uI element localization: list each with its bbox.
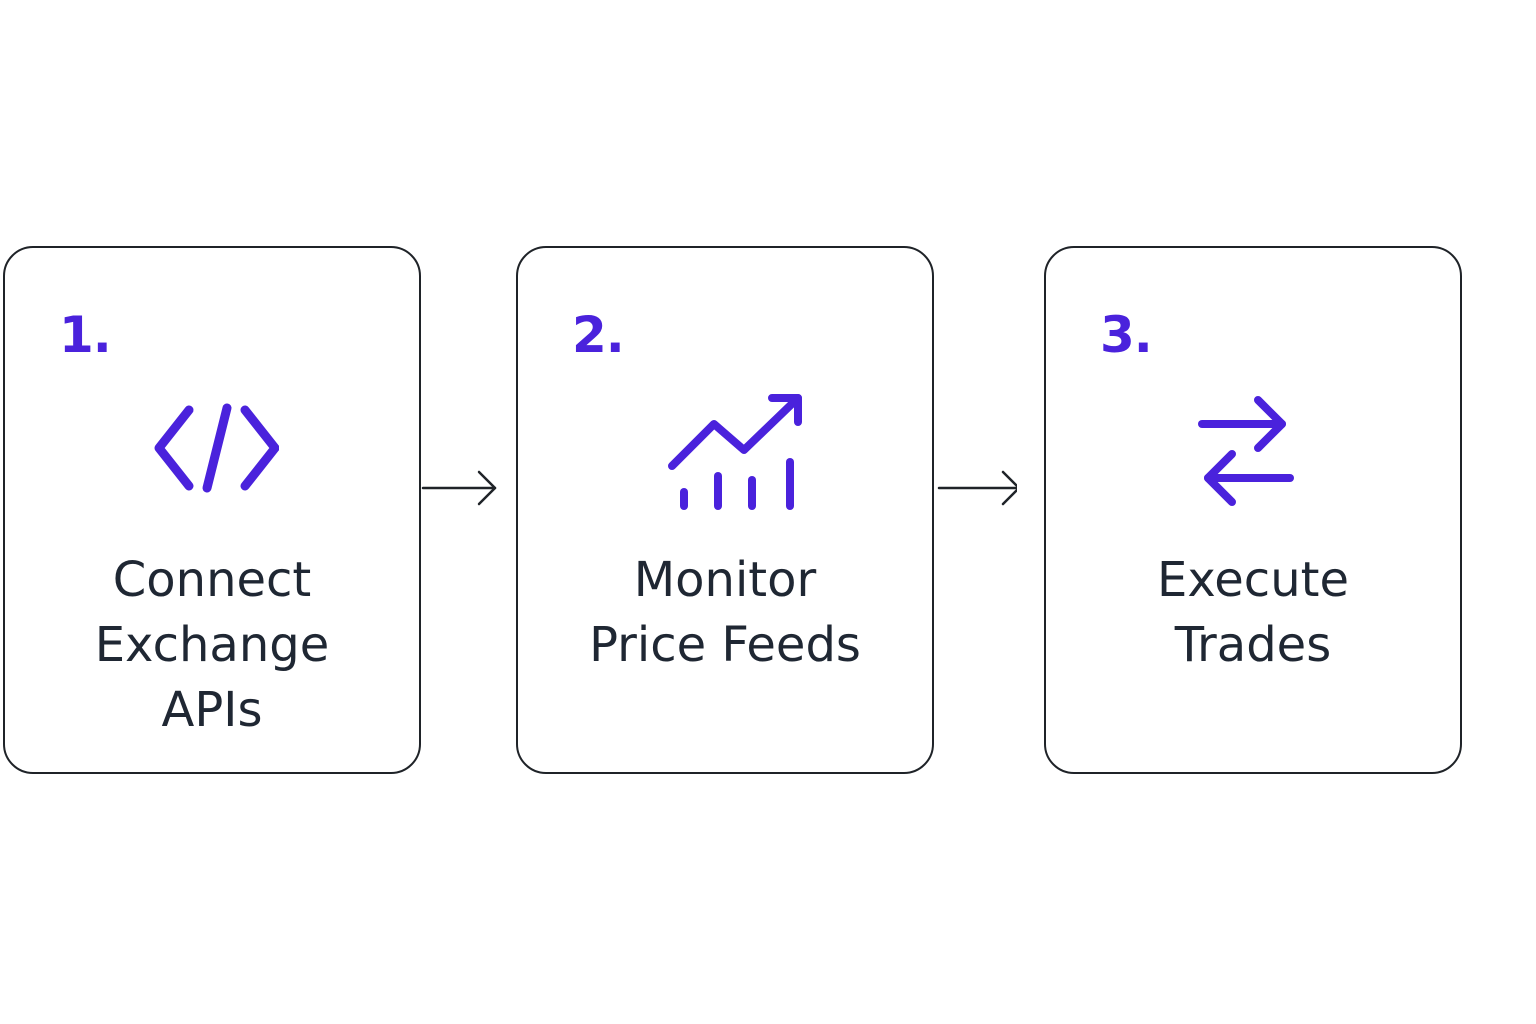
step-title-line: Execute xyxy=(1157,552,1349,608)
step-number: 1. xyxy=(59,306,112,364)
step-title-line: Price Feeds xyxy=(589,617,861,673)
step-title-line: APIs xyxy=(161,682,263,738)
step-title-line: Exchange xyxy=(94,617,330,673)
step-title-line: Trades xyxy=(1174,617,1332,673)
step-number: 3. xyxy=(1100,306,1153,364)
swap-arrows-icon xyxy=(1198,396,1294,506)
step-card-monitor: 2. Monitor Price Feeds xyxy=(516,246,934,774)
step-title: Monitor Price Feeds xyxy=(518,548,932,678)
step-number: 2. xyxy=(572,306,625,364)
step-title-line: Connect xyxy=(112,552,312,608)
flow-arrow-icon xyxy=(421,470,497,506)
code-icon xyxy=(154,403,279,493)
step-card-execute: 3. Execute Trades xyxy=(1044,246,1462,774)
flow-arrow-icon xyxy=(937,470,1017,506)
step-title: Execute Trades xyxy=(1046,548,1460,678)
step-title-line: Monitor xyxy=(633,552,817,608)
trend-chart-icon xyxy=(668,394,802,510)
step-title: Connect Exchange APIs xyxy=(5,548,419,743)
step-card-connect: 1. Connect Exchange APIs xyxy=(3,246,421,774)
